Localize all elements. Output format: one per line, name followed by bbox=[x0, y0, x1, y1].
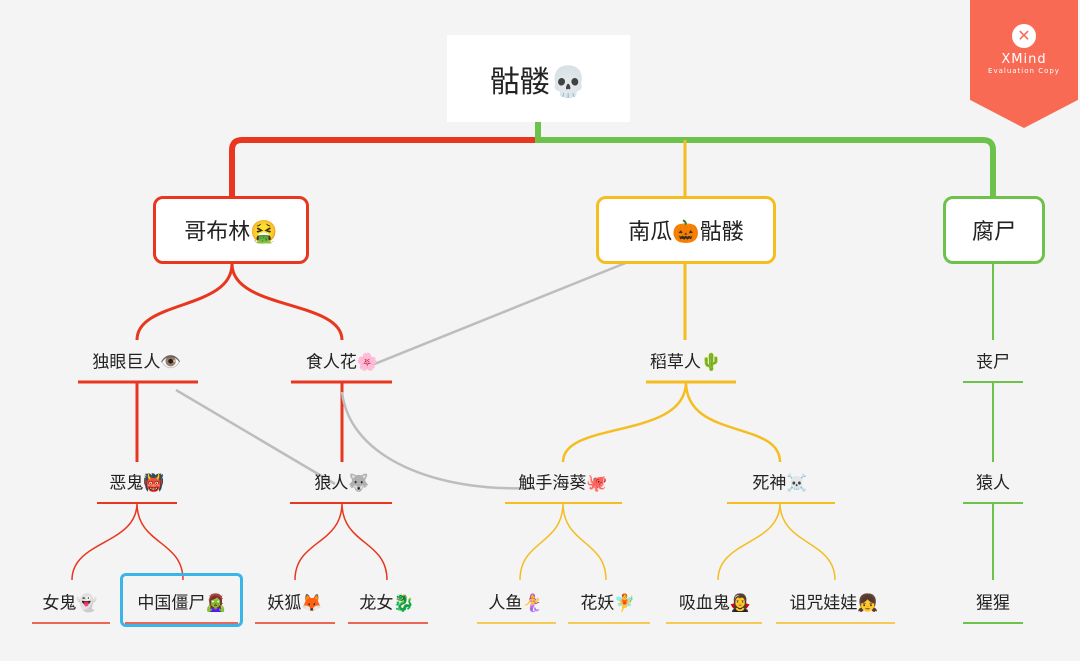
topic-flower-fairy[interactable]: 花妖🧚 bbox=[580, 593, 636, 614]
topic-orangutan[interactable]: 猩猩 bbox=[976, 593, 1010, 614]
topic-apeman[interactable]: 猿人 bbox=[976, 473, 1010, 494]
watermark-subtitle: Evaluation Copy bbox=[988, 67, 1060, 75]
topic-female-ghost[interactable]: 女鬼👻 bbox=[42, 593, 98, 614]
root-topic[interactable]: 骷髅💀 bbox=[447, 35, 630, 122]
topic-chinese-jiangshi[interactable]: 中国僵尸🧟‍♀️ bbox=[137, 593, 227, 614]
relation-line[interactable] bbox=[340, 391, 531, 490]
topic-demon[interactable]: 恶鬼👹 bbox=[109, 473, 165, 494]
xmind-watermark: ✕ XMind Evaluation Copy bbox=[970, 0, 1078, 128]
topic-corpse[interactable]: 腐尸 bbox=[943, 196, 1045, 264]
relation-line[interactable] bbox=[371, 260, 629, 367]
xmind-logo-icon: ✕ bbox=[1012, 24, 1036, 48]
topic-anemone[interactable]: 触手海葵🐙 bbox=[518, 473, 608, 494]
topic-pumpkin-skeleton[interactable]: 南瓜🎃骷髅 bbox=[596, 196, 776, 264]
topic-maneater[interactable]: 食人花🌸 bbox=[305, 352, 379, 373]
topic-scarecrow[interactable]: 稻草人🌵 bbox=[649, 352, 723, 373]
topic-goblin[interactable]: 哥布林🤮 bbox=[153, 196, 309, 264]
topic-fox-spirit[interactable]: 妖狐🦊 bbox=[267, 593, 323, 614]
topic-vampire[interactable]: 吸血鬼🧛‍♀️ bbox=[678, 593, 752, 614]
topic-dragon-girl[interactable]: 龙女🐉 bbox=[359, 593, 415, 614]
topic-death[interactable]: 死神☠️ bbox=[752, 473, 808, 494]
selection-highlight bbox=[120, 573, 243, 627]
topic-zombie[interactable]: 丧尸 bbox=[976, 352, 1010, 373]
relation-line[interactable] bbox=[175, 388, 336, 486]
topic-cyclops[interactable]: 独眼巨人👁️ bbox=[92, 352, 182, 373]
topic-mermaid[interactable]: 人鱼🧜‍♀️ bbox=[488, 593, 544, 614]
watermark-brand: XMind bbox=[1001, 52, 1047, 67]
topic-werewolf[interactable]: 狼人🐺 bbox=[314, 473, 370, 494]
topic-cursed-doll[interactable]: 诅咒娃娃👧 bbox=[789, 593, 879, 614]
